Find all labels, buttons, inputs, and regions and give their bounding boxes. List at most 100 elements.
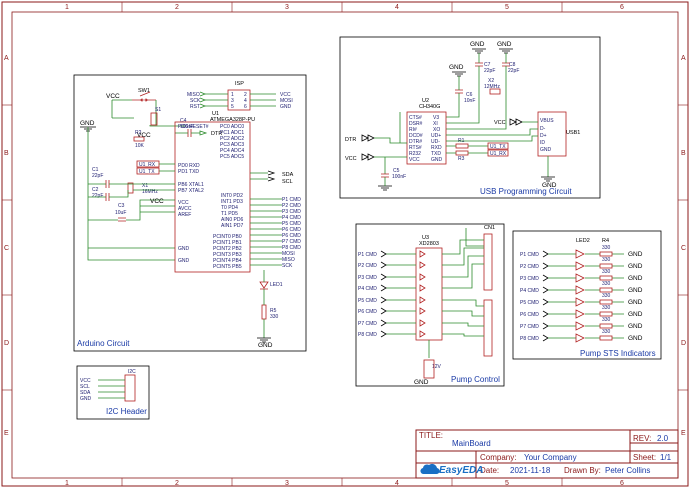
usb-u1-rx-flag (487, 149, 509, 157)
sts-in-p7: P7 CMD (520, 324, 539, 330)
mcu-pin-pc2: PC2 ADC2 (220, 136, 244, 142)
r4-ref: R4 (602, 238, 609, 244)
mcu-pin-pb0: PCINT0 PB0 (213, 234, 242, 240)
c5-value: 100nF (392, 174, 406, 180)
sts-in-p6: P6 CMD (520, 312, 539, 318)
u2-pin-dsr: DSR# (409, 121, 423, 127)
sts-gnd-7: GND (628, 323, 643, 330)
u2-pin-txd: TXD (431, 151, 441, 157)
c3-value: 10uF (115, 210, 126, 216)
u2-pin-udm: UD- (431, 139, 440, 145)
mcu-pin-pb4: PCINT4 PB4 (213, 258, 242, 264)
mcu-net-labels-mid: P1 CMD P2 CMD P3 CMD P4 CMD P5 CMD P6 CM… (282, 197, 301, 233)
date-label: Date: (480, 466, 499, 475)
row-label-b-right: B (681, 150, 686, 157)
gnd-arduino-led: GND (258, 342, 273, 349)
sts-in-p5: P5 CMD (520, 300, 539, 306)
net-sck: SCK (282, 263, 293, 269)
gnd-usb-c6: GND (449, 64, 464, 71)
isp-pin-sck: SCK (190, 98, 201, 104)
mcu-pin-pc5: PC5 ADC5 (220, 154, 244, 160)
col-label-4-bottom: 4 (395, 480, 399, 487)
u1-rx-net: U1_RX (139, 162, 156, 168)
usb-u1-tx-flag (487, 142, 509, 150)
mcu-left-pins: PC6 RESET# PD0 RXD PD1 TXD PB6 XTAL1 PB7… (178, 124, 209, 264)
c2-label: C2 (92, 187, 99, 193)
c5-label: C5 (393, 168, 400, 174)
usb-u1-rx-net: U1_RX (490, 151, 507, 157)
col-label-3-bottom: 3 (285, 480, 289, 487)
led2-ref: LED2 (576, 238, 590, 244)
mcu-pin-pd3: INT1 PD3 (221, 199, 243, 205)
arduino-circuit-title: Arduino Circuit (77, 339, 130, 348)
usb1-pins: VBUS D- D+ ID GND (540, 118, 554, 153)
col-label-4: 4 (395, 4, 399, 11)
mcu-pin-pb7: PB7 XTAL2 (178, 188, 204, 194)
r4-val-4: 330 (602, 281, 611, 287)
net-p4-cmd-mcu: P4 CMD (282, 215, 301, 221)
mcu-pin-pc0: PC0 ADC0 (220, 124, 244, 130)
c6-label: C6 (466, 92, 473, 98)
u3-ref: U3 (422, 235, 429, 241)
col-label-3: 3 (285, 4, 289, 11)
i2c-pin-vcc: VCC (80, 378, 91, 384)
usb-circuit-title: USB Programming Circuit (480, 187, 572, 196)
r4-val-6: 330 (602, 305, 611, 311)
gnd-pump: GND (414, 379, 429, 386)
usb-programming-block: USB Programming Circuit GND GND C7 22pF … (339, 36, 601, 199)
u2-pin-cts: CTS# (409, 115, 422, 121)
pump-sts-block: Pump STS Indicators LED2 R4 P1 CMD P2 CM… (512, 230, 662, 360)
led1-diode (259, 281, 269, 290)
mcu-pin-aref: AREF (178, 212, 191, 218)
col-label-2: 2 (175, 4, 179, 11)
mcu-pin-pb6: PB6 XTAL1 (178, 182, 204, 188)
mcu-pin-pc4: PC4 ADC4 (220, 148, 244, 154)
i2c-connector (124, 374, 136, 402)
isp-pin-vcc: VCC (280, 92, 291, 98)
u2-pin-dtr: DTR# (409, 139, 422, 145)
col-label-1: 1 (65, 4, 69, 11)
pump-in-p2: P2 CMD (358, 263, 377, 269)
sts-resistor-values: 330 330 330 330 330 330 330 330 (602, 245, 611, 335)
s1-switch (150, 112, 158, 126)
sts-in-p4: P4 CMD (520, 288, 539, 294)
row-label-e: E (4, 430, 9, 437)
r4-val-8: 330 (602, 329, 611, 335)
isp-pin-miso: MISO (187, 92, 200, 98)
usb1-pin-dp: D+ (540, 133, 547, 139)
company-value: Your Company (524, 453, 577, 462)
isp-num-6: 6 (244, 104, 247, 110)
title-value: MainBoard (452, 439, 491, 448)
sw1-switch (132, 91, 156, 102)
vcc-arduino-mid: VCC (150, 198, 164, 205)
pump-12v-label: 12V (432, 364, 442, 370)
net-p1-cmd-mcu: P1 CMD (282, 197, 301, 203)
col-label-5: 5 (505, 4, 509, 11)
u1-tx-net: U1_TX (139, 169, 155, 175)
gnd-usb-bottom: GND (542, 182, 557, 189)
row-label-c: C (4, 245, 9, 252)
u2-part: CH340G (419, 104, 440, 110)
r4-val-2: 330 (602, 257, 611, 263)
mcu-pin-pb2: PCINT2 PB2 (213, 246, 242, 252)
u3-part: XD2803 (419, 241, 439, 247)
sts-in-p2: P2 CMD (520, 264, 539, 270)
row-label-b: B (4, 150, 9, 157)
u2-pin-v3: V3 (433, 115, 439, 121)
i2c-pin-sda: SDA (80, 390, 91, 396)
drawn-label: Drawn By: (564, 466, 601, 475)
row-label-a: A (4, 55, 9, 62)
net-p6-cmd-b: P6 CMD (282, 233, 301, 239)
mcu-pin-pd1: PD1 TXD (178, 169, 199, 175)
mcu-pin-pd5: T1 PD5 (221, 211, 238, 217)
net-p8-cmd-b: P8 CMD (282, 245, 301, 251)
i2c-header-title: I2C Header (106, 407, 147, 416)
usb-dtr-net: DTR (345, 137, 356, 143)
mcu-pin-vcc: VCC (178, 200, 189, 206)
c8-label: C8 (509, 62, 516, 68)
cn1-connector-top (483, 233, 493, 291)
pump-12v-connector (423, 359, 435, 379)
r1-resistor (455, 143, 469, 149)
pump-inputs: P1 CMD P2 CMD P3 CMD P4 CMD P5 CMD P6 CM… (358, 252, 377, 338)
x1-crystal (127, 182, 134, 194)
